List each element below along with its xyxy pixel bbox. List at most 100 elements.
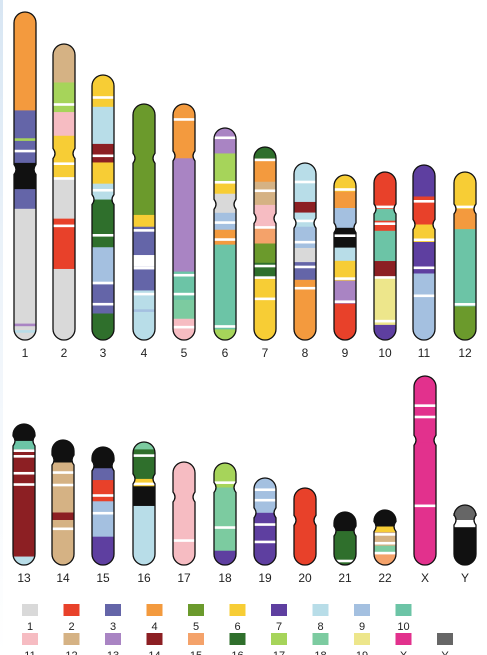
chromosome-8: 8 [294,163,316,360]
legend-swatch-10 [396,604,412,616]
chromosome-14-band [52,471,74,474]
chromosome-16-segment [133,506,155,566]
chromosome-label-20: 20 [298,571,312,585]
chromosome-5-segment [173,104,195,159]
legend-label-x: X [400,650,408,655]
chromosome-label-22: 22 [378,571,392,585]
legend-label-10: 10 [397,621,409,633]
chromosome-7-band [254,265,276,268]
color-legend: 12345678910111213141516171819XY [22,604,453,655]
chromosome-5-band [173,293,195,296]
chromosome-3-segment [92,144,114,163]
chromosome-10: 10 [374,172,396,360]
chromosome-12-band [454,303,476,306]
legend-swatch-13 [105,633,121,645]
chromosome-18-segment [214,551,236,566]
chromosome-11-band [413,295,435,298]
chromosome-label-x: X [421,571,429,585]
chromosome-15: 15 [92,447,114,585]
legend-label-5: 5 [193,621,199,633]
chromosome-11-band [413,200,435,203]
chromosome-4-segment [133,290,155,340]
chromosome-12-segment [454,306,476,340]
chromosome-6-band [214,136,236,139]
chromosome-label-15: 15 [96,571,110,585]
legend-label-19: 19 [356,650,368,655]
chromosome-7-band [254,276,276,279]
chromosome-1-band [14,324,36,327]
legend-label-3: 3 [110,621,116,633]
chromosome-10-band [374,320,396,323]
chromosome-13-band [13,472,35,475]
chromosome-6: 6 [214,128,236,360]
chromosome-19-band [254,488,276,491]
chromosome-label-11: 11 [418,346,431,360]
chromosome-4-band [133,293,155,296]
chromosome-8-segment [294,227,316,249]
chromosome-16-segment [133,486,155,506]
chromosome-label-13: 13 [17,571,31,585]
chromosome-15-segment [92,501,114,537]
chromosome-7: 7 [254,147,276,360]
chromosome-4-band [133,229,155,232]
chromosome-11-segment [413,242,435,274]
chromosome-8-segment [294,202,316,213]
chromosome-4-segment [133,104,155,168]
chromosome-6-band [214,221,236,224]
chromosome-2-segment [53,112,75,136]
chromosome-22: 22 [374,510,396,585]
chromosome-8-band [294,241,316,244]
chromosome-22-band [374,552,396,555]
chromosome-8-segment [294,248,316,263]
legend-label-16: 16 [231,650,243,655]
chromosome-8-band [294,266,316,269]
chromosome-3-band [92,303,114,306]
legend-swatch-8 [313,604,329,616]
chromosome-19-segment [254,478,276,513]
legend-label-7: 7 [276,621,282,633]
chromosome-1-band [14,138,36,141]
chromosome-x-segment [414,376,436,443]
chromosome-13-band [13,483,35,486]
chromosome-2-segment [53,82,75,112]
chromosome-11-segment [413,274,435,341]
chromosome-4-band [133,267,155,270]
chromosome-3-segment [92,200,114,248]
chromosome-19-band [254,499,276,502]
chromosome-3-segment [92,107,114,145]
legend-label-2: 2 [68,621,74,633]
chromosome-12: 12 [454,172,476,360]
chromosome-16-segment [133,449,155,479]
chromosome-17-segment [173,462,195,498]
chromosome-16-band [133,454,155,457]
chromosome-20-segment [294,488,316,521]
chromosome-5-segment [173,158,195,272]
legend-label-6: 6 [234,621,240,633]
chromosome-label-2: 2 [61,346,68,360]
legend-swatch-9 [354,604,370,616]
chromosome-8-band [294,181,316,184]
chromosome-9-segment [334,304,356,341]
chromosome-8-band [294,287,316,290]
legend-swatch-19 [354,633,370,645]
chromosome-label-18: 18 [218,571,232,585]
chromosome-10-segment [374,221,396,232]
chromosome-10-segment [374,172,396,209]
chromosome-2-band [53,225,75,228]
chromosome-1-band [14,150,36,153]
chromosome-6-segment [214,194,236,214]
chromosome-14-segment [52,463,74,514]
chromosome-19-band [254,523,276,526]
chromosome-1-segment [14,110,36,163]
chromosome-13-band [13,455,35,458]
chromosome-x-band [414,404,436,407]
chromosome-7-segment [254,228,276,244]
chromosome-label-7: 7 [262,346,269,360]
chromosome-6-band [214,325,236,328]
chromosome-label-9: 9 [342,346,349,360]
chromosome-6-band [214,181,236,184]
chromosome-3-band [92,96,114,99]
chromosome-14: 14 [52,440,74,585]
legend-label-y: Y [441,650,449,655]
chromosome-8-segment [294,262,316,280]
